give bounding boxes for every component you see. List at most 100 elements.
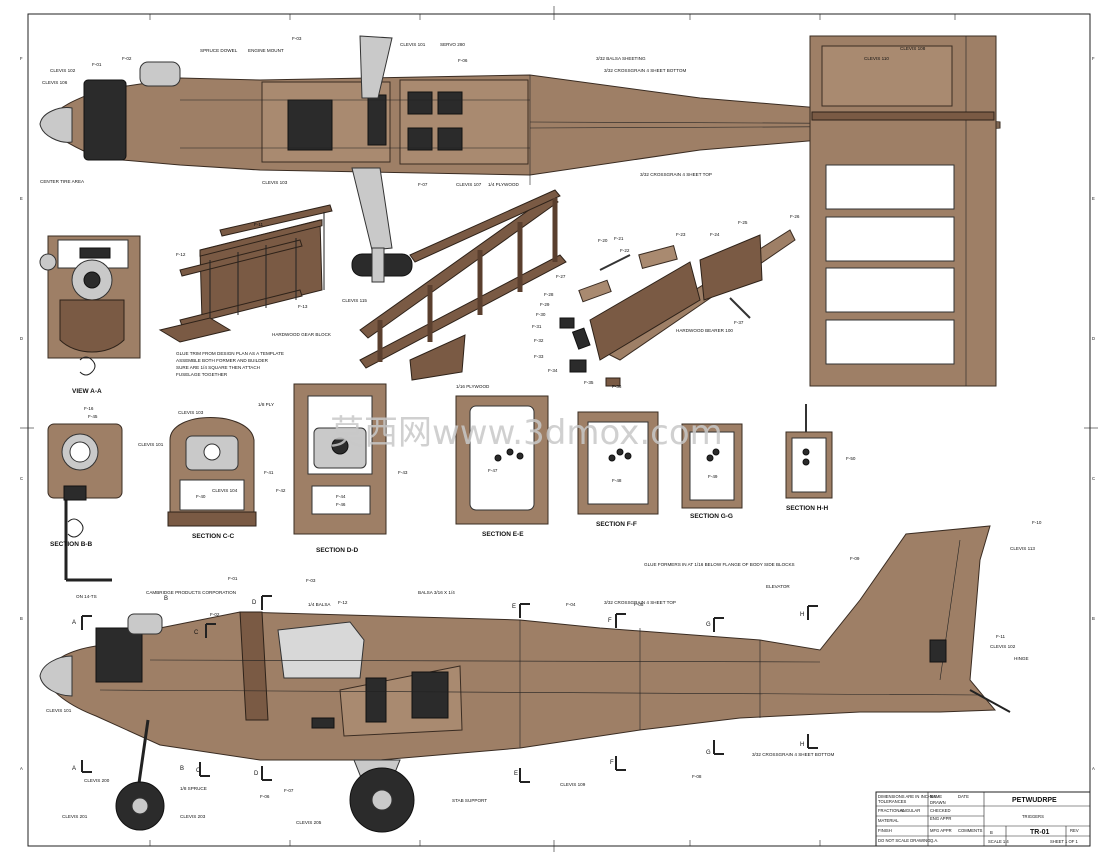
callout: F-01 xyxy=(228,576,238,581)
tb-field: Q.A. xyxy=(930,838,938,843)
callout: F-34 xyxy=(548,368,558,373)
tb-sheet: SHEET 1 OF 1 xyxy=(1050,839,1079,844)
callout: F-43 xyxy=(398,470,408,475)
callout: F-37 xyxy=(734,320,744,325)
tb-field: FRACTIONAL xyxy=(878,808,905,813)
callout: STAB SUPPORT xyxy=(452,798,487,803)
section-ee-title: SECTION E-E xyxy=(482,531,524,538)
row-letter: A xyxy=(20,766,23,771)
callout: F-30 xyxy=(536,312,546,317)
callouts-side: CLEVIS 101 ON 14-TS CAMBRIDGE PRODUCTS C… xyxy=(46,520,1042,825)
row-letter: B xyxy=(1092,616,1095,621)
callout: F-13 xyxy=(298,304,308,309)
callout: 1/8 SPRUCE xyxy=(180,786,207,791)
row-letter: B xyxy=(20,616,23,621)
section-marker: C xyxy=(194,630,199,636)
callout: CLEVIS 108 xyxy=(900,46,926,51)
section-gg-title: SECTION G-G xyxy=(690,513,733,520)
section-marker: G xyxy=(706,750,711,756)
callout: F-24 xyxy=(710,232,720,237)
sheet-border xyxy=(27,13,1091,847)
row-letter: C xyxy=(1092,476,1095,481)
main-wheel-top xyxy=(351,247,413,283)
callout: F-45 xyxy=(88,414,98,419)
row-letter: F xyxy=(1092,56,1095,61)
row-letter: E xyxy=(20,196,23,201)
tb-field: MFG APPR xyxy=(930,828,952,833)
callouts-middle: F-11 F-12 F-13 HARDWOOD GEAR BLOCK CLEVI… xyxy=(176,214,800,389)
border-row-letters: F E D C B A F E D C B A xyxy=(20,56,1095,771)
callout: HINGE xyxy=(1014,656,1029,661)
tb-field: ENG APPR xyxy=(930,816,951,821)
row-letter: D xyxy=(1092,336,1095,341)
callout: BALSA 3/16 X 1/4 xyxy=(418,590,455,595)
row-letter: D xyxy=(20,336,23,341)
section-dd-drawing: SECTION D-D xyxy=(293,383,387,554)
callout: CLEVIS 101 xyxy=(138,442,164,447)
title-block: DIMENSIONS ARE IN INCHES TOLERANCES FRAC… xyxy=(875,791,1091,847)
callout: F-23 xyxy=(676,232,686,237)
callout: 3/32 CROSSGRAIN 4 SHEET TOP xyxy=(640,172,712,177)
tb-field: DO NOT SCALE DRAWING xyxy=(878,838,930,843)
row-letter: A xyxy=(1092,766,1095,771)
tb-field: FINISH xyxy=(878,828,892,833)
section-hh-drawing: SECTION H-H xyxy=(785,404,833,512)
callout: HARDWOOD BEARER 100 xyxy=(676,328,733,333)
fuselage-crib-large xyxy=(359,189,567,381)
callout: CLEVIS 103 xyxy=(262,180,288,185)
tb-field: DIMENSIONS ARE IN INCHES xyxy=(878,794,937,799)
callout: F-48 xyxy=(612,478,622,483)
callouts-top: F-01 F-02 CLEVIS 102 CLEVIS 106 ENGINE M… xyxy=(40,36,926,187)
section-marker: H xyxy=(800,612,804,618)
tb-field: ANGULAR xyxy=(900,808,920,813)
callout: F-04 xyxy=(566,602,576,607)
section-marker: D xyxy=(252,600,257,606)
callout: CLEVIS 205 xyxy=(296,820,322,825)
callout: F-02 xyxy=(210,612,220,617)
top-view-fuselage xyxy=(39,35,1001,251)
callout: F-09 xyxy=(850,556,860,561)
callout: F-26 xyxy=(790,214,800,219)
section-marker: D xyxy=(254,771,259,777)
callout: SERVO 280 xyxy=(440,42,465,47)
border-ticks xyxy=(20,6,1098,852)
section-cc-drawing: SECTION C-C xyxy=(167,417,257,540)
callout: 3/32 CROSSGRAIN 4 SHEET TOP xyxy=(604,600,676,605)
view-aa-title: VIEW A-A xyxy=(72,388,102,395)
tb-field: DATE xyxy=(958,794,969,799)
callout: CLEVIS 113 xyxy=(1010,546,1035,551)
callout: F-08 xyxy=(692,774,702,779)
section-marker: A xyxy=(72,620,76,626)
section-ff-title: SECTION F-F xyxy=(596,521,637,528)
callout: F-28 xyxy=(544,292,554,297)
callout: F-12 xyxy=(338,600,348,605)
row-letter: C xyxy=(20,476,23,481)
tb-rev: REV xyxy=(1070,828,1079,833)
callout: F-44 xyxy=(336,494,346,499)
callout: F-29 xyxy=(540,302,550,307)
section-marker: F xyxy=(608,618,612,624)
callout: F-21 xyxy=(614,236,624,241)
callout: CLEVIS 110 xyxy=(864,56,889,61)
horizontal-stabilizer-top xyxy=(809,35,997,387)
note-line-4: FUSELAGE TOGETHER xyxy=(176,372,228,377)
section-gg-drawing: SECTION G-G xyxy=(681,423,743,520)
tb-size: B xyxy=(990,830,993,835)
section-ee-drawing: SECTION E-E xyxy=(455,395,549,538)
section-marker: G xyxy=(706,622,711,628)
tb-field: TOLERANCES xyxy=(878,799,907,804)
callout: 1/16 PLYWOOD xyxy=(456,384,490,389)
callout: F-32 xyxy=(534,338,544,343)
callout: CLEVIS 200 xyxy=(84,778,110,783)
tb-field: COMMENTS xyxy=(958,828,983,833)
section-ff-drawing: SECTION F-F xyxy=(577,411,659,528)
section-marker: E xyxy=(514,771,518,777)
section-marker: F xyxy=(610,760,614,766)
callout: F-06 xyxy=(260,794,270,799)
callout: CLEVIS 107 xyxy=(456,182,482,187)
callout: 1/8 PLY xyxy=(258,402,274,407)
side-view-fuselage: GLUE FORMERS IN AT 1/16 BELOW FLANGE OF … xyxy=(39,525,1011,833)
section-cc-title: SECTION C-C xyxy=(192,533,235,540)
callout: F-03 xyxy=(306,578,316,583)
callout: F-50 xyxy=(846,456,856,461)
